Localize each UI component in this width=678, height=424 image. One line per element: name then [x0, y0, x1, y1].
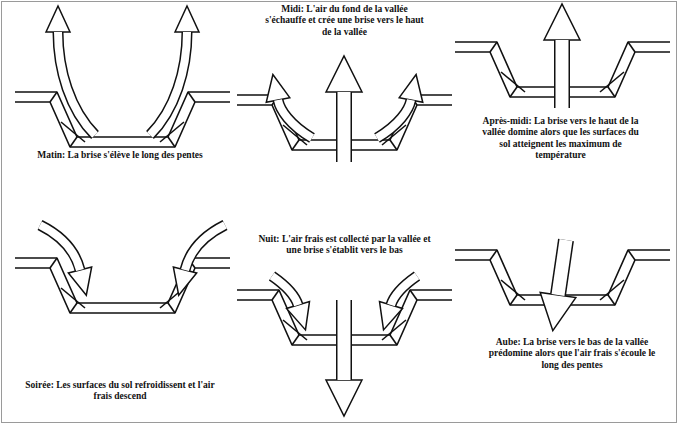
caption: Nuit: L'air frais est collecté par la va… [252, 234, 437, 257]
caption: Après-midi: La brise vers le haut de la … [478, 116, 643, 162]
caption: Midi: L'air du fond de la vallée s'échau… [262, 4, 427, 38]
caption: Matin: La brise s'élève le long des pent… [15, 150, 225, 161]
caption: Aube: La brise vers le bas de la vallée … [487, 337, 657, 371]
caption: Soirée: Les surfaces du sol refroidissen… [25, 380, 215, 403]
valley-profile [15, 92, 230, 147]
breeze-arrows [40, 32, 566, 380]
valley-profile [15, 258, 230, 313]
